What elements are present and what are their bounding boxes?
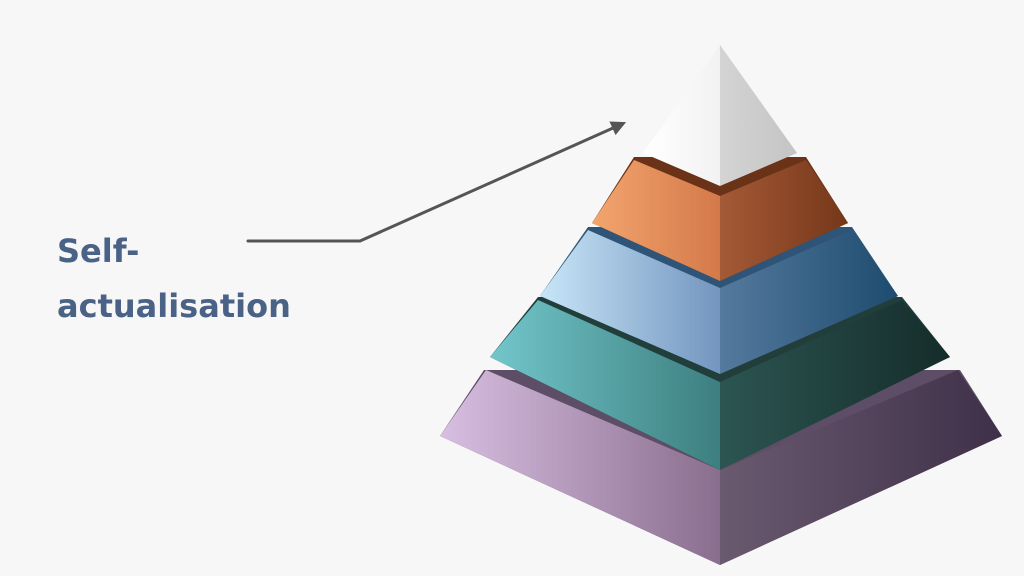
pyramid-level-2 [592, 157, 848, 281]
level-2-right-face [720, 160, 848, 281]
level-3-left-face [540, 230, 720, 374]
label-line-1: Self- [57, 232, 140, 270]
level-4-left-face [490, 300, 720, 470]
connector-arrow [246, 121, 627, 243]
level-5-right-face [720, 370, 1002, 565]
level-3-right-face [720, 230, 898, 374]
level-2-left-face [592, 160, 720, 281]
apex-left-face [643, 45, 720, 186]
pyramid-level-4 [490, 297, 950, 470]
self-actualisation-label: Self- actualisation [57, 224, 317, 334]
level-4-right-face [720, 300, 950, 470]
level-5-left-face [440, 370, 720, 565]
pyramid-apex [643, 45, 797, 186]
apex-right-face [720, 45, 797, 186]
label-line-2: actualisation [57, 287, 291, 325]
pyramid-level-3 [540, 227, 898, 374]
